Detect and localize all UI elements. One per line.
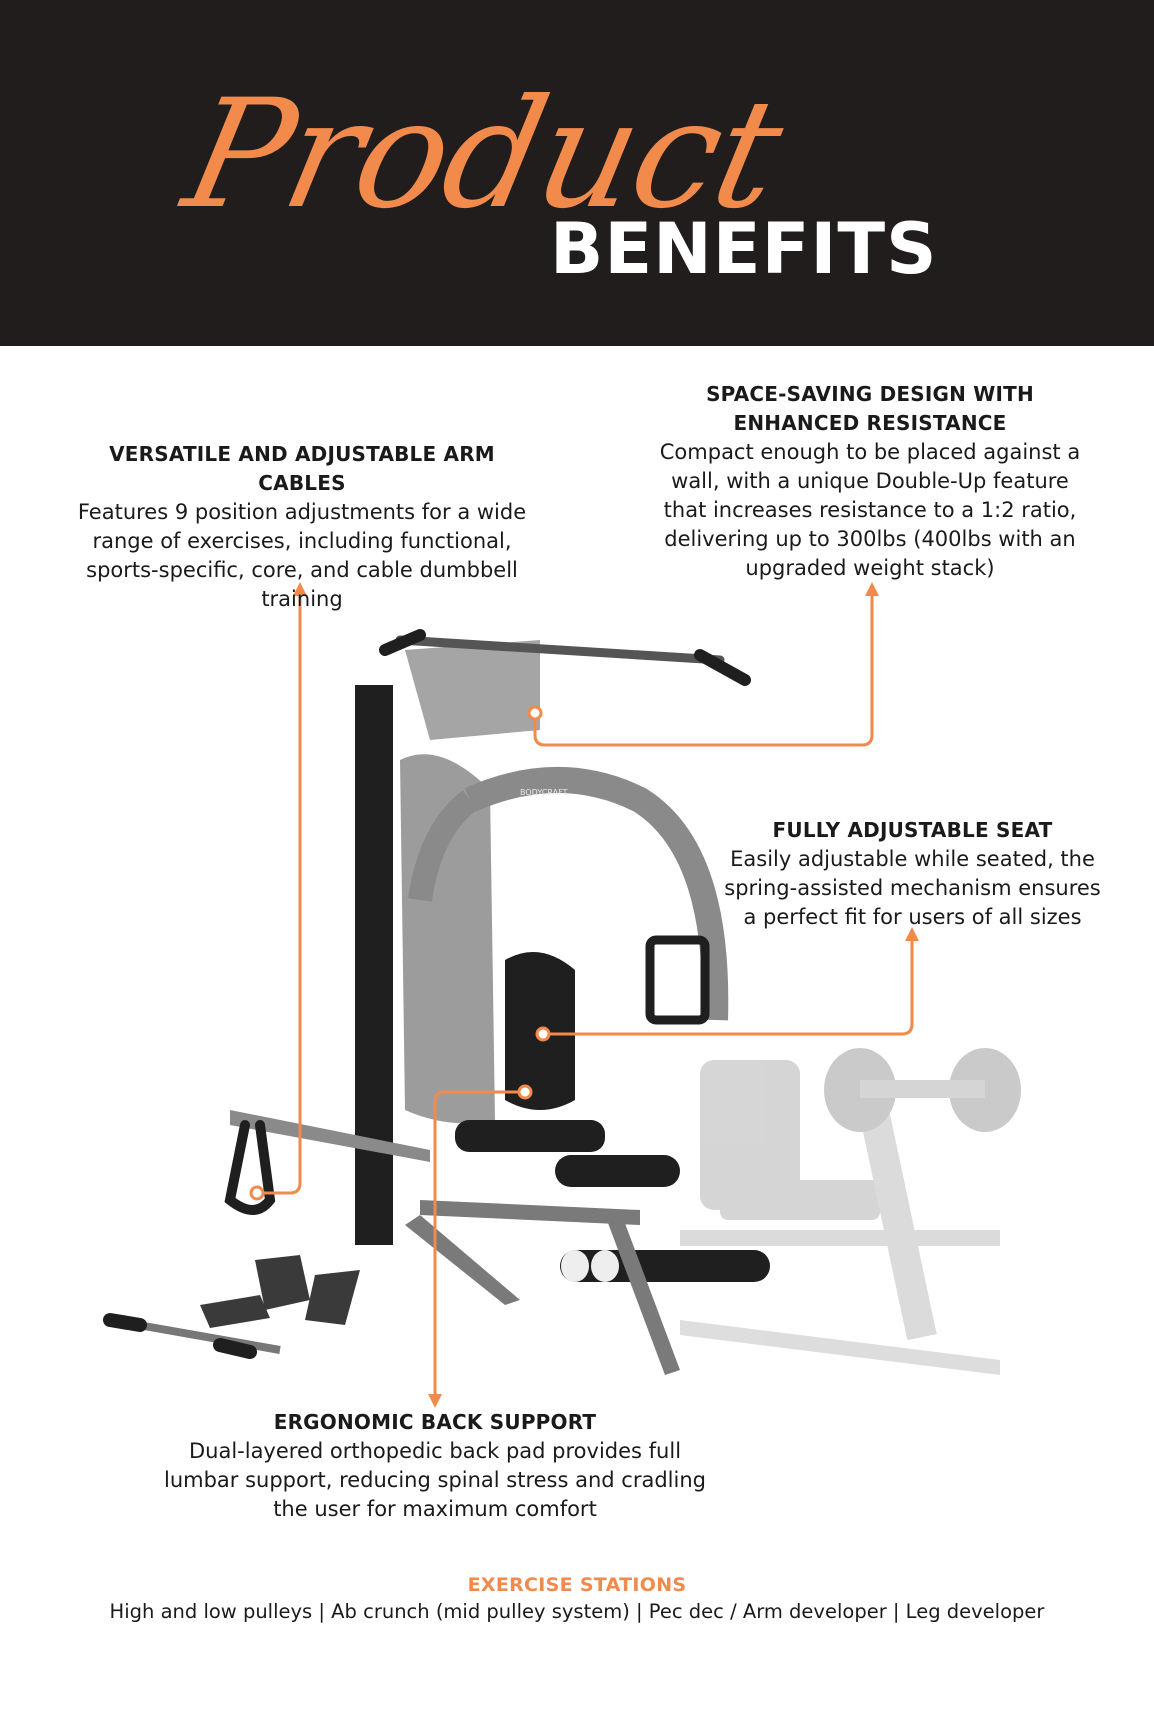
callout-title: SPACE-SAVING DESIGN WITH (706, 382, 1034, 406)
title-bold-word: BENEFITS (550, 208, 938, 290)
exercise-stations-list: High and low pulleys | Ab crunch (mid pu… (109, 1600, 1045, 1623)
callout-line: Compact enough to be placed against a (659, 440, 1081, 464)
callout-space-saving: SPACE-SAVING DESIGN WITH ENHANCED RESIST… (650, 380, 1090, 583)
callout-line: sports-specific, core, and cable dumbbel… (86, 558, 518, 582)
callout-line: Easily adjustable while seated, the (730, 847, 1095, 871)
callout-title: ERGONOMIC BACK SUPPORT (273, 1410, 597, 1434)
leg-developer-attachment (680, 1048, 1021, 1375)
callout-back-support: ERGONOMIC BACK SUPPORT Dual-layered orth… (160, 1408, 710, 1524)
callout-line: range of exercises, including functional… (92, 529, 512, 553)
exercise-stations-heading: EXERCISE STATIONS (467, 1574, 687, 1596)
weight-stack-column (355, 685, 393, 1245)
callout-title: ENHANCED RESISTANCE (733, 411, 1007, 435)
callout-line: training (261, 587, 343, 611)
callout-line: wall, with a unique Double-Up feature (671, 469, 1069, 493)
callout-title: FULLY ADJUSTABLE SEAT (772, 818, 1053, 842)
callout-seat: FULLY ADJUSTABLE SEAT Easily adjustable … (720, 816, 1105, 932)
callout-line: upgraded weight stack) (745, 556, 995, 580)
callout-line: the user for maximum comfort (273, 1497, 597, 1521)
callout-line: spring-assisted mechanism ensures (724, 876, 1101, 900)
callout-line: lumbar support, reducing spinal stress a… (163, 1468, 706, 1492)
callout-line: Features 9 position adjustments for a wi… (77, 500, 527, 524)
callout-arm-cables: VERSATILE AND ADJUSTABLE ARM CABLES Feat… (62, 440, 542, 614)
callout-line: that increases resistance to a 1:2 ratio… (663, 498, 1077, 522)
callout-connectors (257, 590, 914, 1400)
callout-line: Dual-layered orthopedic back pad provide… (188, 1439, 682, 1463)
callout-title: VERSATILE AND ADJUSTABLE ARM CABLES (109, 442, 495, 495)
callout-line: a perfect fit for users of all sizes (743, 905, 1082, 929)
brand-label: BODYCRAFT (520, 788, 568, 797)
callout-line: delivering up to 300lbs (400lbs with an (664, 527, 1076, 551)
header-banner: Product BENEFITS (0, 0, 1154, 346)
